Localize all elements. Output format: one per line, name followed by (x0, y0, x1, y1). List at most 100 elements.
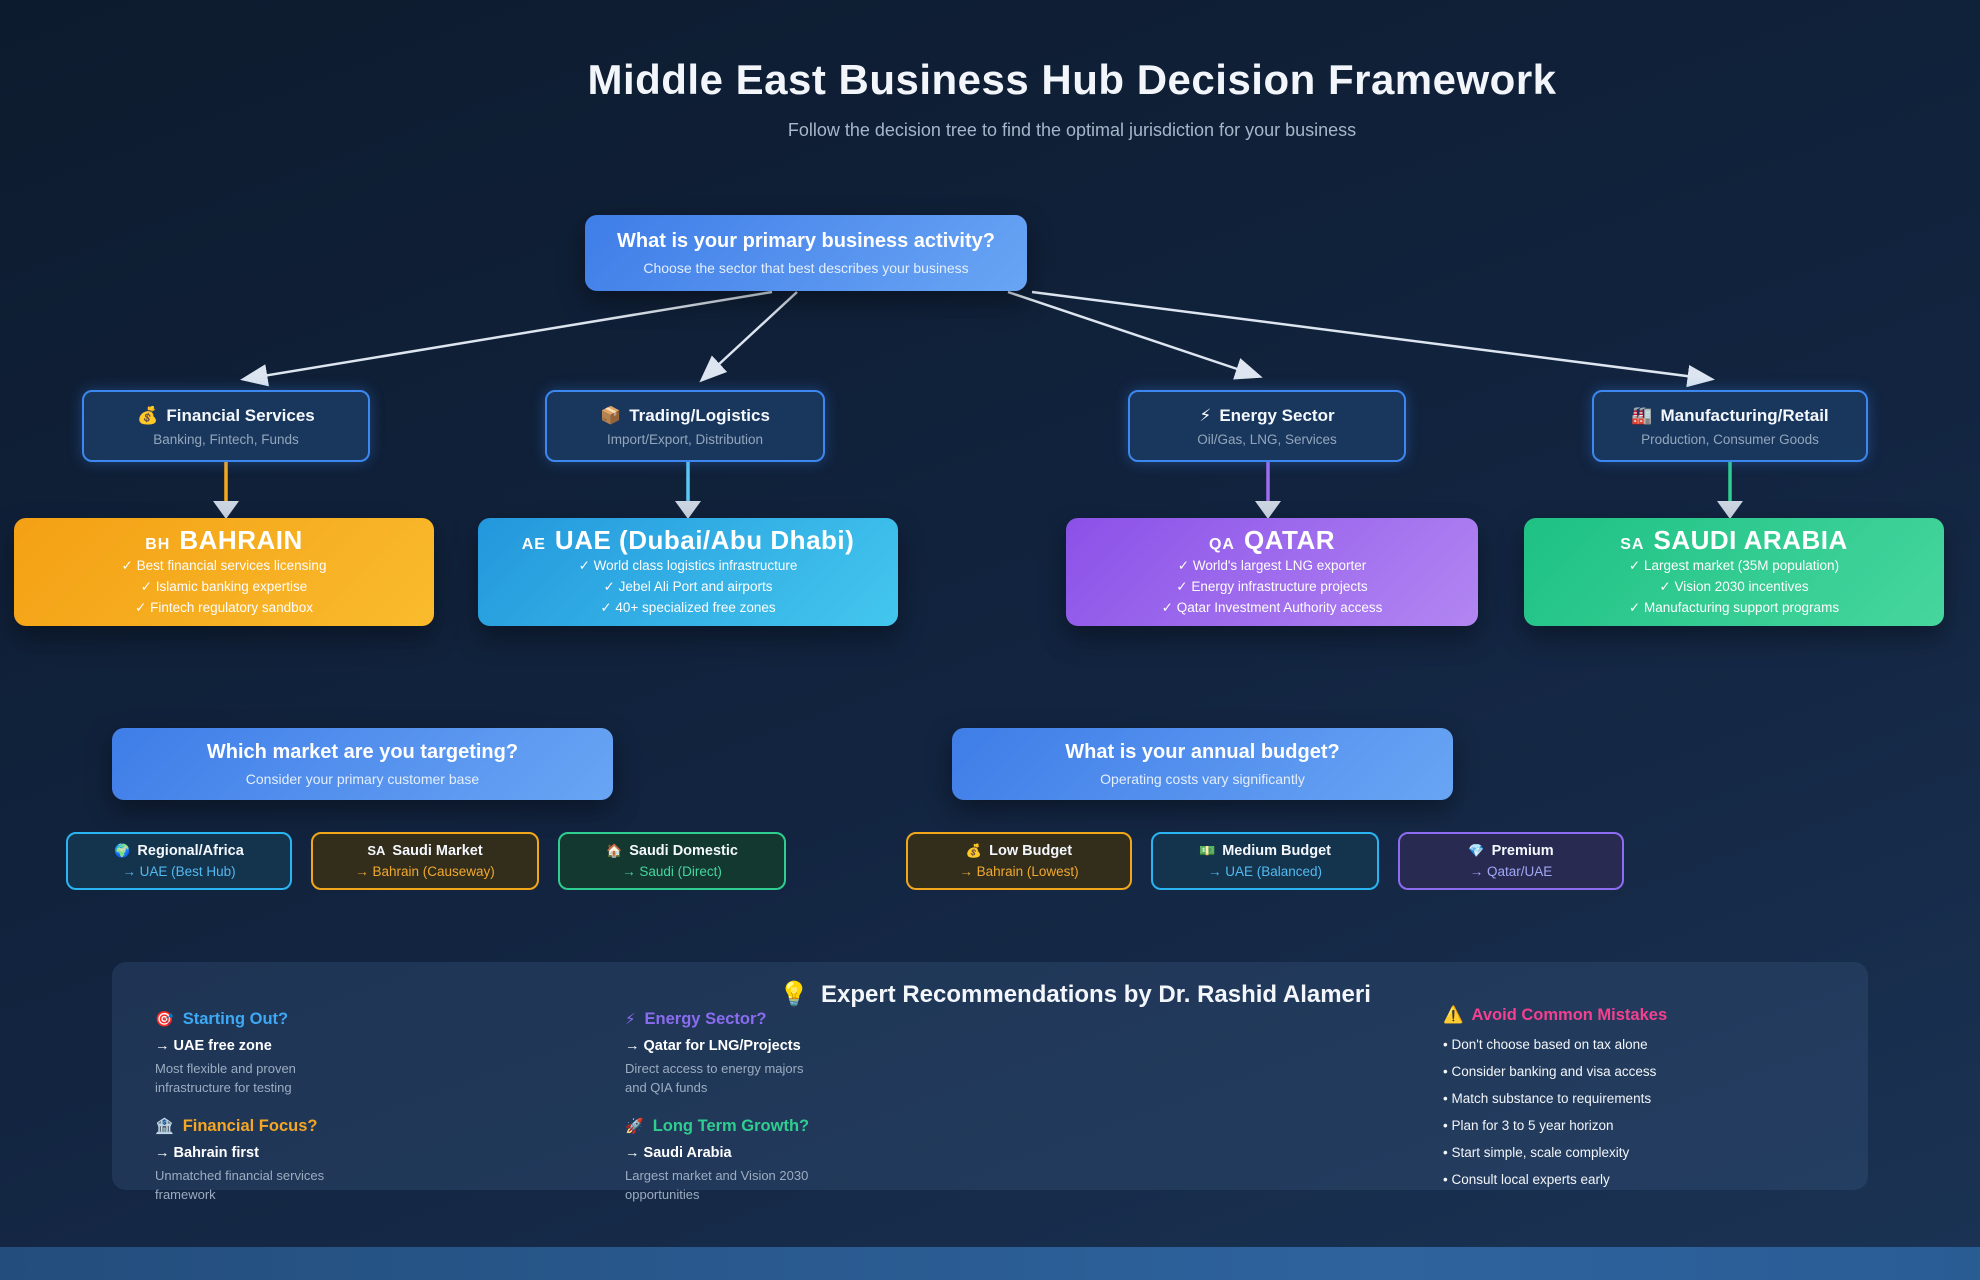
option-label: Premium (1491, 843, 1554, 859)
rec-detail: Direct access to energy majors and QIA f… (625, 1061, 804, 1095)
country-point: ✓ Energy infrastructure projects (1176, 579, 1368, 595)
connector-to-energy-sector (1007, 290, 1263, 380)
country-code-badge: QA (1208, 536, 1235, 554)
rec-long-term-growth: 🚀 Long Term Growth? → Saudi Arabia Larges… (625, 1117, 825, 1205)
page-title: Middle East Business Hub Decision Framew… (587, 56, 1557, 103)
expert-panel-title: Expert Recommendations by Dr. Rashid Ala… (820, 981, 1371, 1008)
option-saudi-domestic[interactable]: 🏠Saudi Domestic → Saudi (Direct) (558, 832, 786, 890)
rec-energy-sector: ⚡ Energy Sector? → Qatar for LNG/Projects… (625, 1010, 825, 1098)
sector-subtitle: Banking, Fintech, Funds (153, 431, 299, 447)
package-icon: 📦 (600, 405, 622, 425)
sector-subtitle: Import/Export, Distribution (606, 431, 764, 447)
lightbulb-icon: 💡 (779, 981, 809, 1008)
node-manufacturing-retail[interactable]: 🏭Manufacturing/Retail Production, Consum… (1592, 390, 1868, 462)
expert-column-1: 🎯Starting Out? → UAE free zone Most flex… (155, 1010, 355, 1223)
arrowhead-uae (675, 501, 701, 519)
mistake-item: • Don't choose based on tax alone (1443, 1037, 1648, 1052)
bank-icon: 🏦 (155, 1117, 174, 1135)
rec-financial-focus: 🏦 Financial Focus? → Bahrain first Unmatc… (155, 1117, 355, 1205)
country-point: ✓ Manufacturing support programs (1628, 599, 1840, 615)
market-question-node: Which market are you targeting? Consider… (112, 728, 613, 800)
mistake-item: • Plan for 3 to 5 year horizon (1443, 1118, 1614, 1133)
rec-answer: → Saudi Arabia (625, 1144, 732, 1161)
mistake-item: • Consider banking and visa access (1443, 1064, 1657, 1079)
option-regional-africa[interactable]: 🌍Regional/Africa → UAE (Best Hub) (66, 832, 292, 890)
option-result: → UAE (Balanced) (1207, 864, 1323, 879)
rec-detail: Most flexible and proven infrastructure … (155, 1061, 296, 1095)
budget-question-subtitle: Operating costs vary significantly (1100, 771, 1305, 787)
root-question-node: What is your primary business activity? … (585, 215, 1027, 291)
connector-to-financial-services (240, 290, 773, 387)
gem-icon: 💎 (1468, 843, 1485, 858)
country-point: ✓ Qatar Investment Authority access (1161, 599, 1383, 615)
rec-question: Long Term Growth? (652, 1116, 810, 1135)
country-name: QATAR (1243, 525, 1336, 556)
sector-label: Manufacturing/Retail (1660, 405, 1829, 425)
budget-question-title: What is your annual budget? (1065, 741, 1340, 763)
card-bahrain: BH BAHRAIN ✓ Best financial services lice… (14, 518, 434, 626)
sector-subtitle: Oil/Gas, LNG, Services (1197, 431, 1337, 447)
country-point: ✓ Jebel Ali Port and airports (603, 579, 773, 595)
expert-panel: 💡 Expert Recommendations by Dr. Rashid Al… (112, 962, 1868, 1202)
rec-answer: → Bahrain first (155, 1144, 259, 1161)
option-result: → UAE (Best Hub) (122, 864, 236, 879)
saudi-flag-icon: SA (367, 843, 386, 858)
option-saudi-market[interactable]: SA Saudi Market → Bahrain (Causeway) (311, 832, 539, 890)
rec-question: Energy Sector? (644, 1010, 767, 1028)
option-label: Saudi Domestic (629, 843, 738, 859)
option-label: Low Budget (989, 843, 1073, 859)
budget-question-node: What is your annual budget? Operating co… (952, 728, 1453, 800)
country-code-badge: BH (145, 536, 171, 554)
mistake-item: • Match substance to requirements (1443, 1091, 1652, 1106)
node-financial-services[interactable]: 💰Financial Services Banking, Fintech, Fu… (82, 390, 370, 462)
option-result: → Bahrain (Causeway) (355, 864, 495, 879)
country-code-badge: AE (521, 536, 546, 554)
rec-detail: Unmatched financial services framework (155, 1167, 325, 1202)
card-uae: AE UAE (Dubai/Abu Dhabi) ✓ World class lo… (478, 518, 898, 626)
connector-to-manufacturing-retail (1031, 290, 1715, 388)
arrowhead-bahrain (213, 501, 239, 519)
node-energy-sector[interactable]: ⚡Energy Sector Oil/Gas, LNG, Services (1128, 390, 1406, 462)
rec-answer: → Qatar for LNG/Projects (625, 1038, 801, 1054)
target-icon: 🎯 (155, 1011, 174, 1028)
option-low-budget[interactable]: 💰 Low Budget → Bahrain (Lowest) (906, 832, 1132, 890)
arrowhead-qatar (1255, 501, 1281, 519)
option-result: → Bahrain (Lowest) (959, 864, 1079, 879)
country-point: ✓ Largest market (35M population) (1628, 558, 1840, 574)
page-header: Middle East Business Hub Decision Framew… (372, 56, 1772, 141)
rec-question: Financial Focus? (182, 1116, 318, 1135)
rec-detail: Largest market and Vision 2030 opportuni… (625, 1167, 809, 1202)
option-label: Saudi Market (392, 843, 483, 859)
connector-to-trading-logistics (699, 291, 798, 383)
banknote-icon: 💵 (1199, 843, 1216, 858)
country-name: BAHRAIN (179, 525, 303, 556)
country-point: ✓ 40+ specialized free zones (600, 599, 776, 615)
node-trading-logistics[interactable]: 📦 Trading/Logistics Import/Export, Distri… (545, 390, 825, 462)
country-name: UAE (Dubai/Abu Dhabi) (554, 525, 855, 556)
option-premium[interactable]: 💎Premium → Qatar/UAE (1398, 832, 1624, 890)
option-label: Regional/Africa (137, 843, 244, 859)
option-result: → Saudi (Direct) (622, 864, 722, 879)
lightning-icon: ⚡ (625, 1011, 636, 1028)
country-point: ✓ Best financial services licensing (121, 558, 327, 574)
expert-column-2: ⚡ Energy Sector? → Qatar for LNG/Projects… (625, 1010, 825, 1223)
rec-answer: → UAE free zone (155, 1038, 272, 1054)
rocket-icon: 🚀 (625, 1117, 644, 1135)
money-bag-icon: 💰 (965, 843, 983, 858)
option-medium-budget[interactable]: 💵 Medium Budget → UAE (Balanced) (1151, 832, 1379, 890)
country-point: ✓ Fintech regulatory sandbox (135, 599, 313, 615)
expert-column-mistakes: ⚠️ Avoid Common Mistakes • Don't choose b… (1443, 1006, 1667, 1187)
page-subtitle: Follow the decision tree to find the opt… (787, 120, 1357, 140)
mistakes-heading: Avoid Common Mistakes (1471, 1006, 1668, 1024)
sector-label: Financial Services (166, 405, 315, 425)
warning-icon: ⚠️ (1443, 1006, 1464, 1024)
sector-label: Trading/Logistics (629, 405, 770, 425)
country-point: ✓ World class logistics infrastructure (578, 558, 798, 574)
option-label: Medium Budget (1222, 843, 1331, 859)
mistake-item: • Consult local experts early (1443, 1172, 1610, 1187)
mistake-item: • Start simple, scale complexity (1443, 1145, 1630, 1160)
sector-label: Energy Sector (1219, 405, 1335, 425)
arrowhead-saudi (1717, 501, 1743, 519)
